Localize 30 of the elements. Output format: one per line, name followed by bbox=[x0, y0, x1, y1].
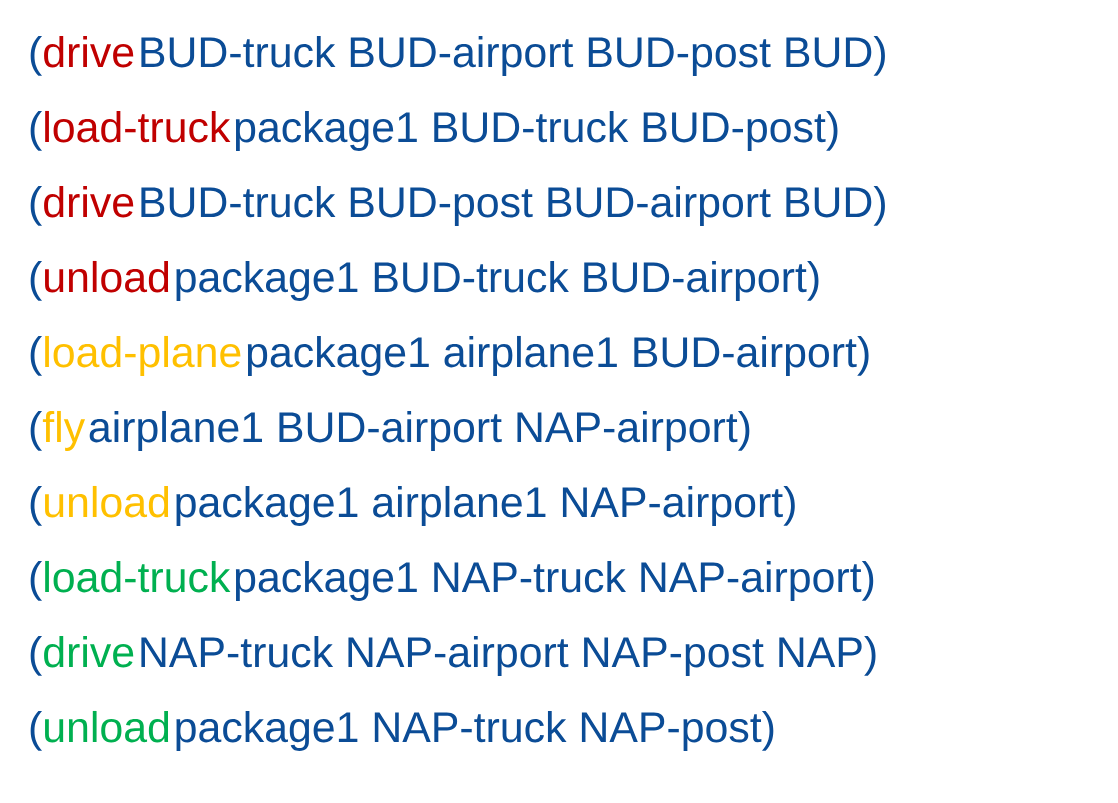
action-keyword: drive bbox=[44, 35, 134, 68]
parenthesis: ( bbox=[30, 710, 42, 751]
parenthesis: ( bbox=[30, 410, 42, 451]
parenthesis: ( bbox=[30, 110, 42, 151]
action-keyword: unload bbox=[45, 710, 169, 743]
parenthesis: ( bbox=[30, 335, 42, 376]
action-arguments: package1 airplane1 BUD-airport) bbox=[247, 335, 869, 376]
action-arguments: BUD-truck BUD-airport BUD-post BUD) bbox=[141, 35, 885, 76]
action-arguments: package1 NAP-truck NAP-post) bbox=[176, 710, 774, 751]
parenthesis: ( bbox=[30, 485, 42, 526]
parenthesis: ( bbox=[30, 260, 42, 301]
action-keyword: drive bbox=[44, 185, 134, 218]
parenthesis: ( bbox=[30, 35, 42, 76]
action-keyword: drive bbox=[44, 635, 134, 668]
action-keyword: load-truck bbox=[45, 110, 231, 143]
action-arguments: airplane1 BUD-airport NAP-airport) bbox=[89, 410, 750, 451]
action-arguments: package1 BUD-truck BUD-post) bbox=[235, 110, 838, 151]
action-keyword: load-truck bbox=[45, 560, 231, 593]
parenthesis: ( bbox=[30, 185, 42, 226]
action-arguments: NAP-truck NAP-airport NAP-post NAP) bbox=[141, 635, 876, 676]
action-keyword: load-plane bbox=[45, 335, 241, 376]
action-arguments: package1 airplane1 NAP-airport) bbox=[176, 485, 795, 526]
action-keyword: unload bbox=[45, 260, 169, 293]
action-keyword: fly bbox=[42, 410, 86, 451]
parenthesis: ( bbox=[30, 560, 42, 601]
parenthesis: ( bbox=[30, 635, 42, 676]
action-arguments: BUD-truck BUD-post BUD-airport BUD) bbox=[141, 185, 885, 226]
action-keyword: unload bbox=[45, 485, 169, 518]
action-arguments: package1 BUD-truck BUD-airport) bbox=[176, 260, 819, 301]
action-arguments: package1 NAP-truck NAP-airport) bbox=[235, 560, 874, 601]
